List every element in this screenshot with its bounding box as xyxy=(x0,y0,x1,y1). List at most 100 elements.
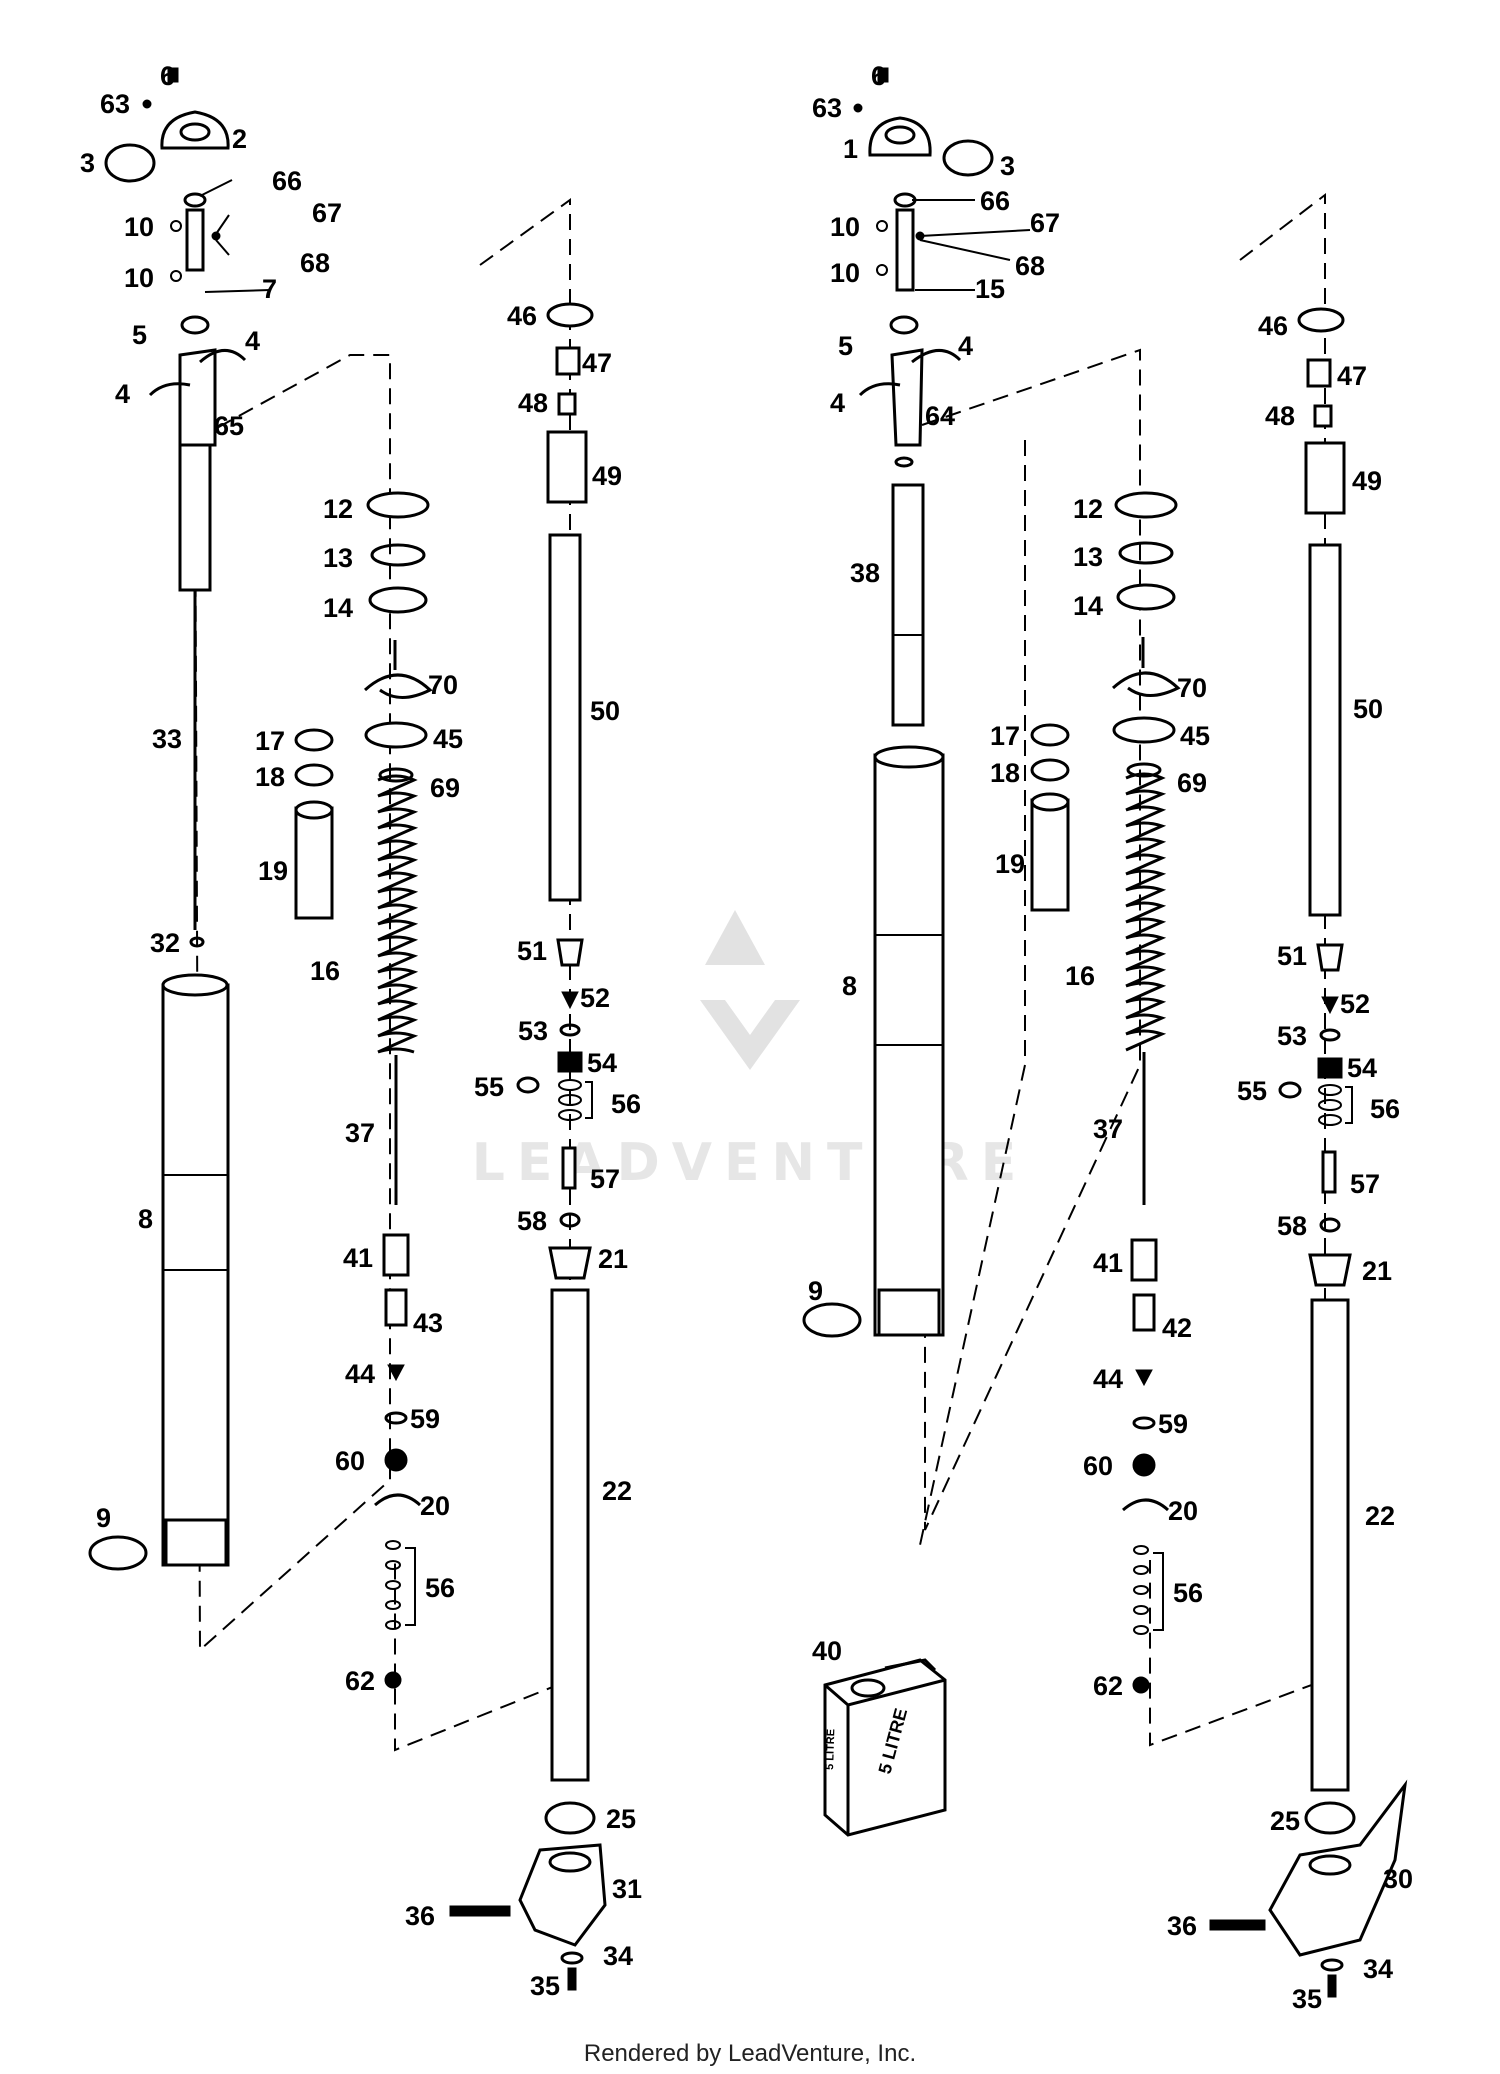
callout-38: 38 xyxy=(850,558,880,588)
callout-55: 55 xyxy=(1237,1076,1267,1106)
left-sleeve-19 xyxy=(294,806,334,920)
callout-20: 20 xyxy=(420,1491,450,1521)
callout-44: 44 xyxy=(1093,1364,1123,1394)
right-clip-70 xyxy=(1111,671,1181,697)
left-oring-3 xyxy=(104,143,156,183)
callout-35: 35 xyxy=(530,1971,560,2001)
callout-18: 18 xyxy=(255,762,285,792)
right-fork-tube-top xyxy=(873,745,945,769)
callout-60: 60 xyxy=(335,1446,365,1476)
left-washer-18 xyxy=(294,763,334,787)
right-valve-57 xyxy=(1321,1150,1337,1194)
callout-13: 13 xyxy=(323,543,353,573)
right-washer-53 xyxy=(1319,1028,1341,1042)
right-shims-56b xyxy=(1318,1084,1353,1126)
right-part-46 xyxy=(1297,307,1345,333)
right-part-48 xyxy=(1313,404,1333,428)
left-lever-4a xyxy=(148,382,191,397)
right-lever-4a xyxy=(858,382,901,397)
callout-9: 9 xyxy=(808,1276,823,1306)
callout-13: 13 xyxy=(1073,542,1103,572)
right-washer-18 xyxy=(1030,758,1070,782)
callout-22: 22 xyxy=(1365,1501,1395,1531)
callout-8: 8 xyxy=(138,1204,153,1234)
callout-21: 21 xyxy=(598,1244,628,1274)
right-part-47 xyxy=(1306,358,1332,388)
left-fork-tube-bottom xyxy=(164,1518,228,1567)
left-oring-10b xyxy=(170,270,182,282)
left-cap-2 xyxy=(160,110,230,150)
left-shims-56b xyxy=(558,1079,593,1121)
right-dash-box-b xyxy=(1149,192,1326,1747)
callout-22: 22 xyxy=(602,1476,632,1506)
callout-33: 33 xyxy=(152,724,182,754)
callout-59: 59 xyxy=(410,1404,440,1434)
right-part-49 xyxy=(1304,441,1346,515)
callout-50: 50 xyxy=(590,696,620,726)
right-oring-9 xyxy=(802,1302,862,1338)
right-seal-45 xyxy=(1112,716,1176,744)
right-nut-60 xyxy=(1132,1453,1156,1477)
oil-can-label-side: 5 LITRE xyxy=(824,1729,837,1770)
right-axle-clamp-30 xyxy=(1268,1779,1408,1957)
callout-12: 12 xyxy=(1073,494,1103,524)
callout-44: 44 xyxy=(345,1359,375,1389)
right-oring-58 xyxy=(1319,1217,1341,1233)
callout-12: 12 xyxy=(323,494,353,524)
left-ring-14 xyxy=(368,586,428,614)
callout-17: 17 xyxy=(255,726,285,756)
left-valve-57 xyxy=(561,1146,577,1190)
callout-5: 5 xyxy=(132,320,147,350)
callout-45: 45 xyxy=(433,724,463,754)
left-part-21 xyxy=(548,1246,592,1280)
callout-70: 70 xyxy=(1177,673,1207,703)
left-part-52 xyxy=(561,991,579,1010)
callout-64: 64 xyxy=(925,401,955,431)
right-washer-34 xyxy=(1320,1958,1344,1972)
callout-10a: 10 xyxy=(830,212,860,242)
left-part-47 xyxy=(555,346,581,376)
left-clip-20 xyxy=(374,1493,422,1507)
callout-17: 17 xyxy=(990,721,1020,751)
right-dash-box-c xyxy=(919,440,1026,1546)
callout-14: 14 xyxy=(323,593,353,623)
callout-37: 37 xyxy=(345,1118,375,1148)
callout-57: 57 xyxy=(590,1164,620,1194)
right-lever-4b xyxy=(911,349,962,364)
callout-60: 60 xyxy=(1083,1451,1113,1481)
callout-49: 49 xyxy=(592,461,622,491)
oil-can-40: 5 LITRE 5 LITRE xyxy=(823,1658,947,1837)
callout-34: 34 xyxy=(603,1941,633,1971)
left-part-54 xyxy=(557,1051,583,1073)
callout-55: 55 xyxy=(474,1072,504,1102)
right-spring-41 xyxy=(1130,1238,1158,1282)
right-oring-55 xyxy=(1278,1081,1302,1099)
right-clip-20 xyxy=(1122,1498,1170,1512)
right-oring-3 xyxy=(942,139,994,177)
callout-10b: 10 xyxy=(830,258,860,288)
left-washer-17 xyxy=(294,728,334,752)
left-part-44 xyxy=(387,1364,405,1382)
callout-19: 19 xyxy=(258,856,288,886)
right-part-21 xyxy=(1308,1253,1352,1287)
left-ring-12 xyxy=(366,491,430,519)
callout-51: 51 xyxy=(1277,941,1307,971)
right-clamp-bore xyxy=(1308,1854,1352,1876)
callout-5: 5 xyxy=(838,331,853,361)
left-oring-25 xyxy=(544,1801,596,1835)
right-part-51 xyxy=(1316,943,1344,972)
left-valve-7 xyxy=(185,208,205,272)
left-part-51 xyxy=(556,938,584,967)
left-valve-43 xyxy=(384,1288,408,1327)
callout-65: 65 xyxy=(214,411,244,441)
right-oring-10a xyxy=(876,220,888,232)
right-valve-42 xyxy=(1132,1293,1156,1332)
left-shims-56 xyxy=(385,1540,416,1630)
left-part-46 xyxy=(546,302,594,328)
right-adjuster-64 xyxy=(890,348,924,447)
callout-14: 14 xyxy=(1073,591,1103,621)
callout-56b: 56 xyxy=(611,1089,641,1119)
callout-48: 48 xyxy=(1265,401,1295,431)
callout-9: 9 xyxy=(96,1503,111,1533)
right-spring-16 xyxy=(1125,772,1167,1052)
